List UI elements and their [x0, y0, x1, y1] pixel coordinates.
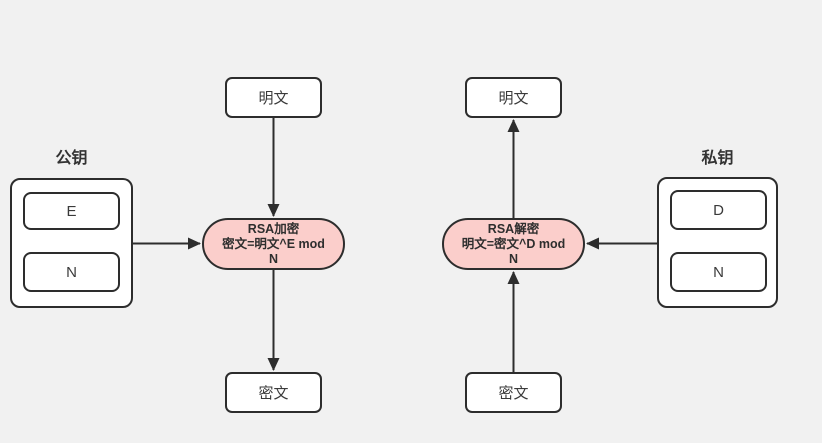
public-key-exponent-e: E: [23, 192, 120, 230]
rsa-encrypt-title: RSA加密: [247, 221, 300, 236]
private-key-label: 私钥: [701, 150, 734, 167]
rsa-encrypt-formula-line1: 密文=明文^E mod: [222, 236, 325, 251]
plaintext-node-decrypt-side: 明文: [465, 77, 562, 118]
public-key-label: 公钥: [55, 150, 88, 167]
rsa-decrypt-formula-line2: N: [508, 251, 519, 266]
rsa-encrypt-formula-line2: N: [268, 251, 279, 266]
ciphertext-node-decrypt-side: 密文: [465, 372, 562, 413]
public-key-modulus-n: N: [23, 252, 120, 292]
ciphertext-node-encrypt-side: 密文: [225, 372, 322, 413]
rsa-decrypt-title: RSA解密: [487, 221, 540, 236]
plaintext-node-encrypt-side: 明文: [225, 77, 322, 118]
rsa-encrypt-process-node: RSA加密 密文=明文^E mod N: [202, 218, 345, 270]
private-key-modulus-n: N: [670, 252, 767, 292]
rsa-decrypt-process-node: RSA解密 明文=密文^D mod N: [442, 218, 585, 270]
rsa-decrypt-formula-line1: 明文=密文^D mod: [461, 236, 566, 251]
private-key-exponent-d: D: [670, 190, 767, 230]
